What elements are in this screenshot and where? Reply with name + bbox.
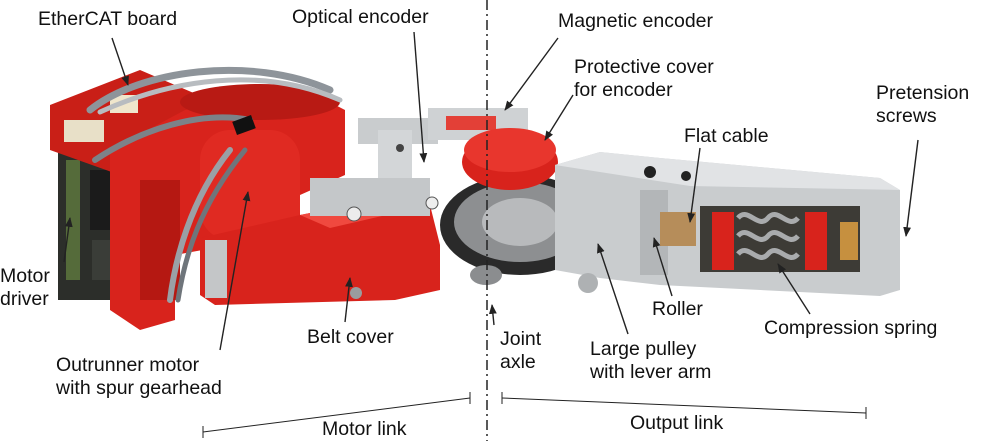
- annotation-pointers: [63, 31, 919, 351]
- pointer-optical: [413, 31, 428, 163]
- label-outrunner-motor: Outrunner motor with spur gearhead: [56, 354, 222, 399]
- pointer-outrunner: [219, 191, 251, 351]
- actuator-photo: [50, 66, 900, 330]
- label-protective-cover: Protective cover for encoder: [574, 56, 714, 101]
- pointer-flatcable: [687, 147, 701, 223]
- label-joint-axle: Joint axle: [500, 328, 542, 373]
- pointer-magnetic: [504, 37, 559, 111]
- label-flat-cable: Flat cable: [684, 125, 769, 147]
- magnetic-encoder-assembly: [428, 108, 558, 190]
- label-motor-link: Motor link: [322, 418, 407, 440]
- cable-bundle: [86, 66, 343, 303]
- label-roller: Roller: [652, 298, 703, 320]
- pointer-pulley: [597, 243, 629, 335]
- link-brackets: [202, 392, 867, 438]
- pointer-beltcover: [344, 277, 353, 323]
- label-output-link: Output link: [630, 412, 724, 434]
- label-motor-driver: Motor driver: [0, 265, 50, 310]
- optical-encoder-bracket: [310, 118, 439, 222]
- label-magnetic-encoder: Magnetic encoder: [558, 10, 714, 32]
- label-compression-spring: Compression spring: [764, 317, 938, 339]
- motor-link-bracket: [202, 392, 471, 438]
- output-link-bracket: [501, 392, 867, 419]
- label-optical-encoder: Optical encoder: [292, 6, 429, 28]
- pointer-pretension: [903, 139, 919, 237]
- label-pretension-screws: Pretension screws: [876, 82, 970, 127]
- label-large-pulley: Large pulley with lever arm: [590, 338, 712, 383]
- label-belt-cover: Belt cover: [307, 326, 394, 348]
- pointer-spring: [777, 263, 811, 315]
- pointer-motordriver: [63, 217, 73, 263]
- pointer-ethercat: [111, 37, 129, 86]
- pointer-cover: [544, 94, 574, 141]
- pointer-axle: [488, 304, 497, 326]
- label-ethercat-board: EtherCAT board: [38, 8, 178, 30]
- pointer-roller: [652, 237, 673, 297]
